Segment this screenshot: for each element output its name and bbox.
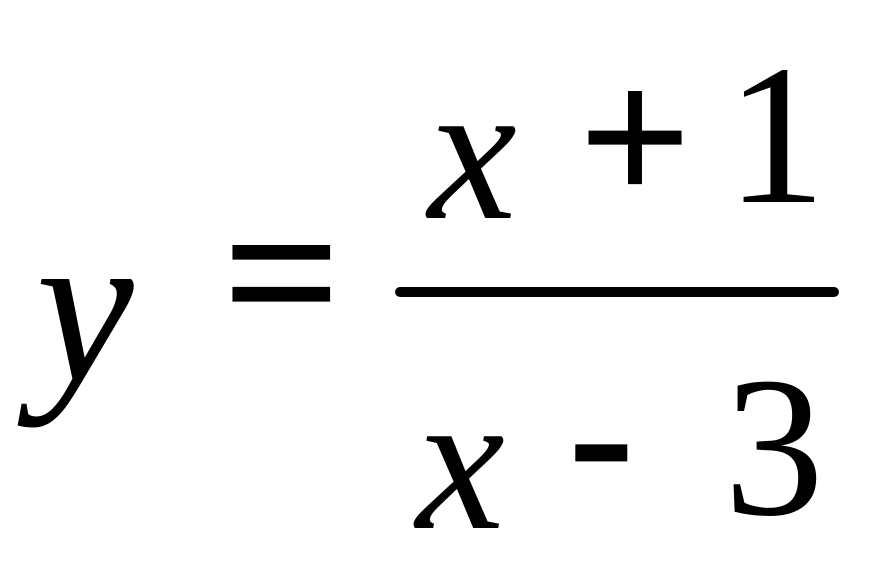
- equals-sign: =: [222, 157, 342, 389]
- denominator-variable: x: [416, 351, 505, 568]
- numerator-constant: 1: [726, 25, 826, 246]
- numerator-variable: x: [428, 41, 517, 262]
- denominator-operator: -: [568, 323, 635, 544]
- lhs-variable: y: [36, 184, 134, 428]
- fraction-bar: [395, 287, 839, 297]
- numerator-operator: +: [578, 27, 692, 248]
- denominator-constant: 3: [724, 337, 824, 558]
